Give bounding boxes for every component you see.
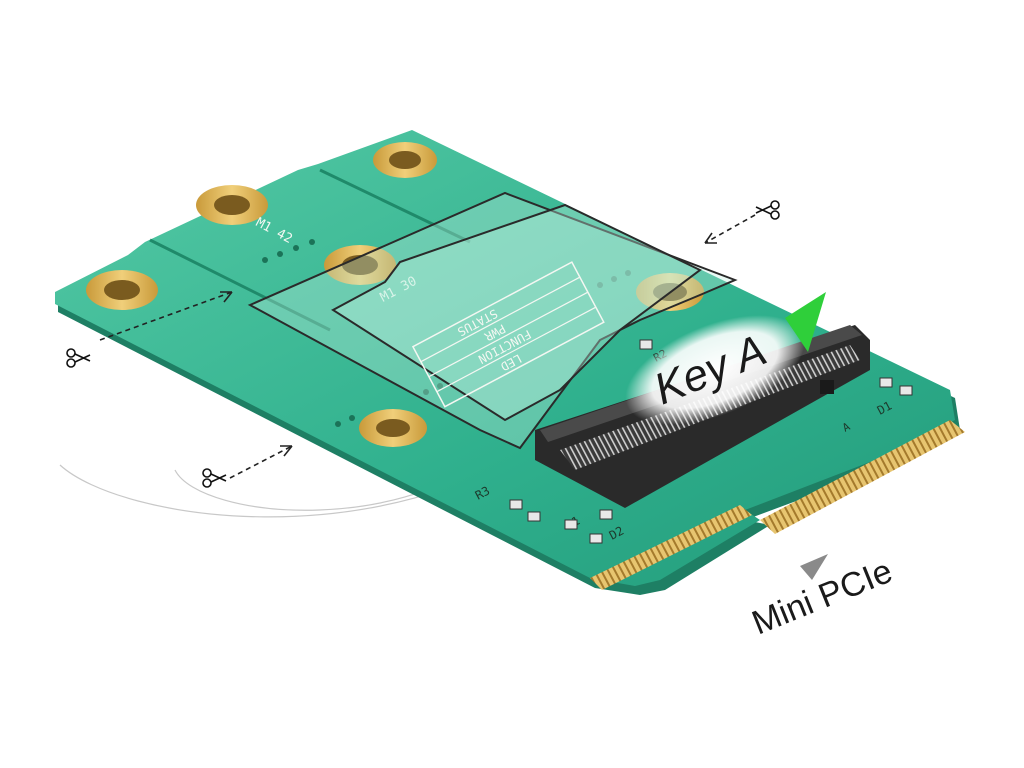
mini-pcie-label: Mini PCIe (747, 552, 898, 642)
silk-d2: D2 (607, 524, 626, 543)
silk-r3: R3 (473, 484, 492, 503)
mounting-hole (373, 142, 437, 178)
cut-arrows (99, 214, 756, 479)
pcb-board (55, 130, 960, 595)
label-glow (625, 315, 805, 425)
mounting-hole (86, 270, 158, 310)
green-triangle-icon (785, 292, 826, 352)
mounting-hole (359, 409, 427, 447)
mounting-hole (196, 185, 268, 225)
edge-connector (590, 420, 965, 590)
smd-components (509, 339, 913, 544)
gray-triangle-icon (800, 554, 828, 580)
scissors-icon (755, 200, 780, 220)
breakaway-holes (262, 239, 631, 427)
scissors-icon (66, 348, 91, 368)
m2-card-outline-small (331, 203, 702, 422)
silk-d1: D1 (875, 399, 894, 418)
m2-card-outline-large (247, 191, 738, 450)
scissors-icon (202, 468, 227, 488)
